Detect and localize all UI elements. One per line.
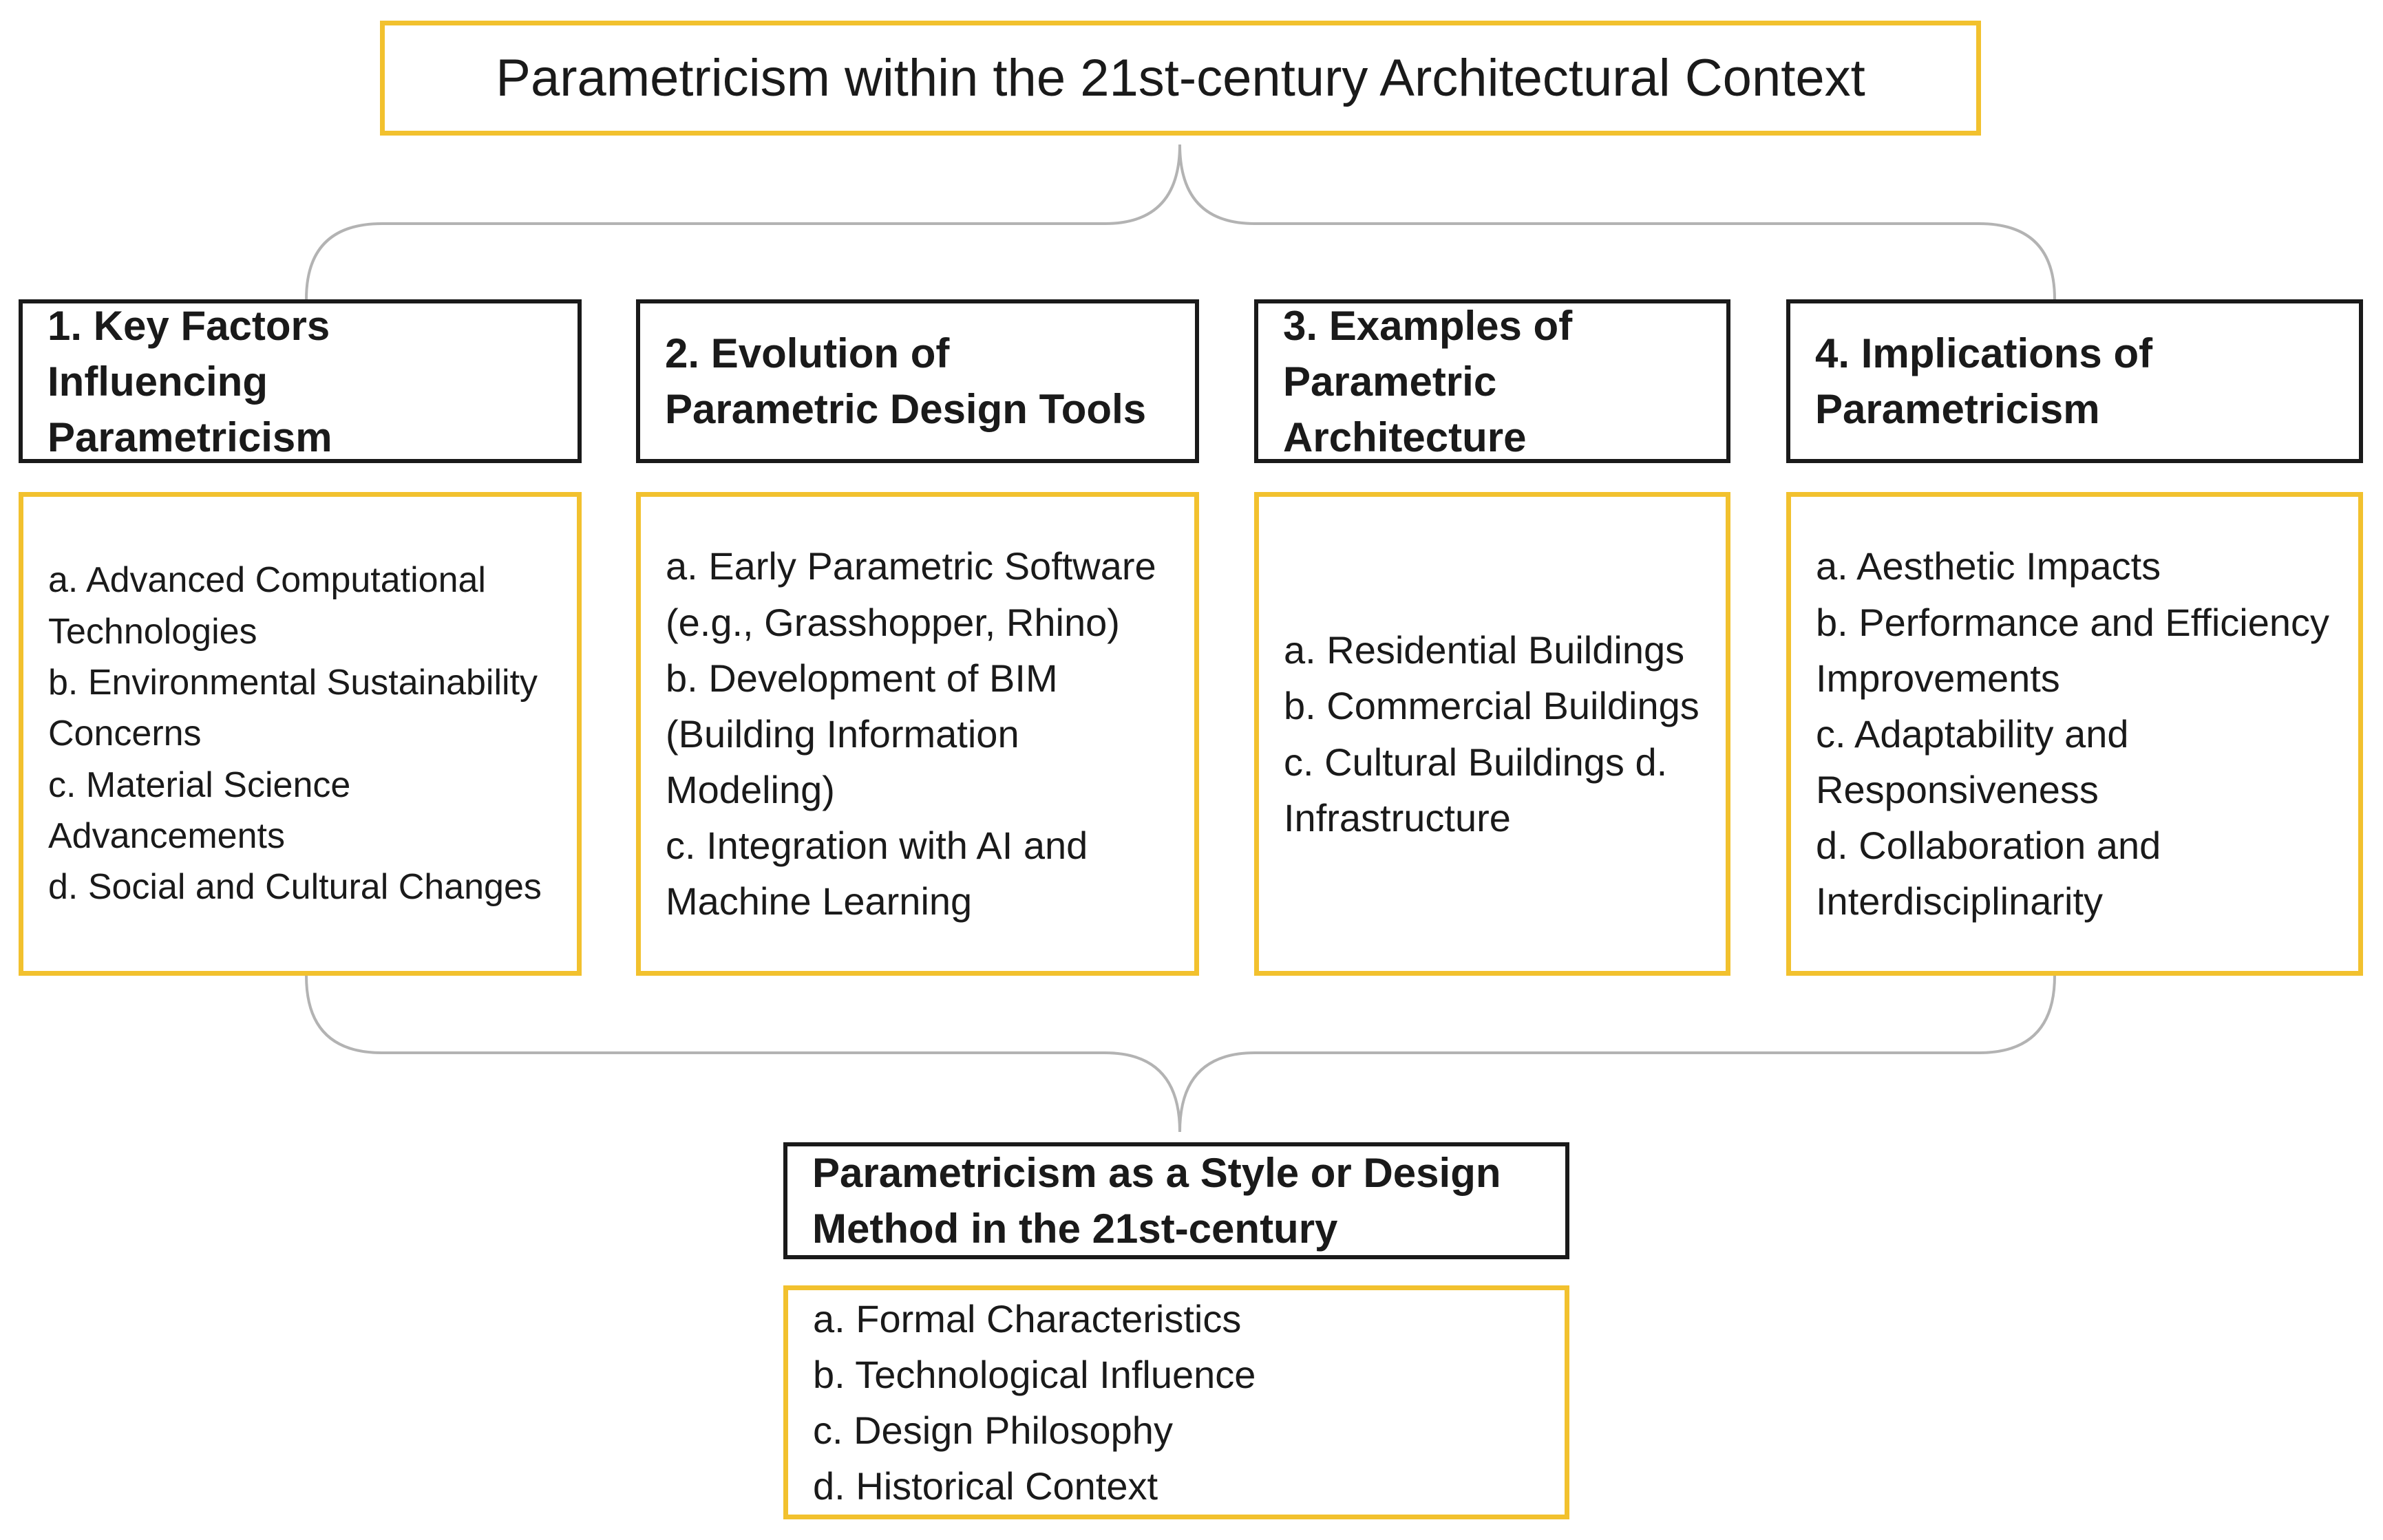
column-3-list: a. Residential Buildings b. Commercial B… bbox=[1254, 492, 1730, 976]
list-item: b. Technological Influence bbox=[813, 1352, 1256, 1396]
list-item: c. Integration with AI and Machine Learn… bbox=[666, 824, 1088, 923]
list-item: d. Historical Context bbox=[813, 1464, 1158, 1508]
bottom-heading-box: Parametricism as a Style or Design Metho… bbox=[783, 1142, 1569, 1259]
column-4-heading: 4. Implications of Parametricism bbox=[1815, 330, 2153, 432]
column-4-heading-box: 4. Implications of Parametricism bbox=[1786, 299, 2363, 463]
bottom-brace bbox=[305, 975, 2056, 1133]
list-item: c. Material Science Advancements bbox=[48, 764, 351, 857]
page-title: Parametricism within the 21st-century Ar… bbox=[496, 48, 1865, 107]
column-2-list: a. Early Parametric Software (e.g., Gras… bbox=[636, 492, 1199, 976]
list-item: c. Design Philosophy bbox=[813, 1409, 1173, 1452]
column-3-heading-box: 3. Examples of Parametric Architecture bbox=[1254, 299, 1730, 463]
top-brace bbox=[305, 144, 2056, 300]
list-item: b. Performance and Efficiency Improvemen… bbox=[1816, 600, 2330, 700]
bottom-heading: Parametricism as a Style or Design Metho… bbox=[812, 1150, 1501, 1252]
list-item: d. Collaboration and Interdisciplinarity bbox=[1816, 824, 2161, 923]
column-1-heading-box: 1. Key Factors Influencing Parametricism bbox=[19, 299, 582, 463]
list-item: a. Residential Buildings bbox=[1284, 628, 1685, 672]
list-item: a. Advanced Computational Technologies bbox=[48, 560, 486, 652]
list-item: b. Environmental Sustainability Concerns bbox=[48, 662, 538, 754]
list-item: a. Formal Characteristics bbox=[813, 1296, 1242, 1340]
column-4-list: a. Aesthetic Impacts b. Performance and … bbox=[1786, 492, 2363, 976]
column-2-heading: 2. Evolution of Parametric Design Tools bbox=[665, 330, 1147, 432]
list-item: c. Cultural Buildings d. Infrastructure bbox=[1284, 740, 1668, 839]
column-1-heading: 1. Key Factors Influencing Parametricism bbox=[47, 302, 332, 460]
column-3-heading: 3. Examples of Parametric Architecture bbox=[1283, 302, 1573, 460]
list-item: a. Early Parametric Software (e.g., Gras… bbox=[666, 544, 1156, 644]
column-2-heading-box: 2. Evolution of Parametric Design Tools bbox=[636, 299, 1199, 463]
list-item: b. Commercial Buildings bbox=[1284, 684, 1699, 728]
list-item: c. Adaptability and Responsiveness bbox=[1816, 712, 2129, 812]
bottom-list: a. Formal Characteristics b. Technologic… bbox=[783, 1285, 1569, 1519]
list-item: d. Social and Cultural Changes bbox=[48, 867, 542, 908]
title-box: Parametricism within the 21st-century Ar… bbox=[380, 21, 1981, 136]
list-item: a. Aesthetic Impacts bbox=[1816, 544, 2161, 588]
list-item: b. Development of BIM (Building Informat… bbox=[666, 656, 1058, 812]
column-1-list: a. Advanced Computational Technologies b… bbox=[19, 492, 582, 976]
